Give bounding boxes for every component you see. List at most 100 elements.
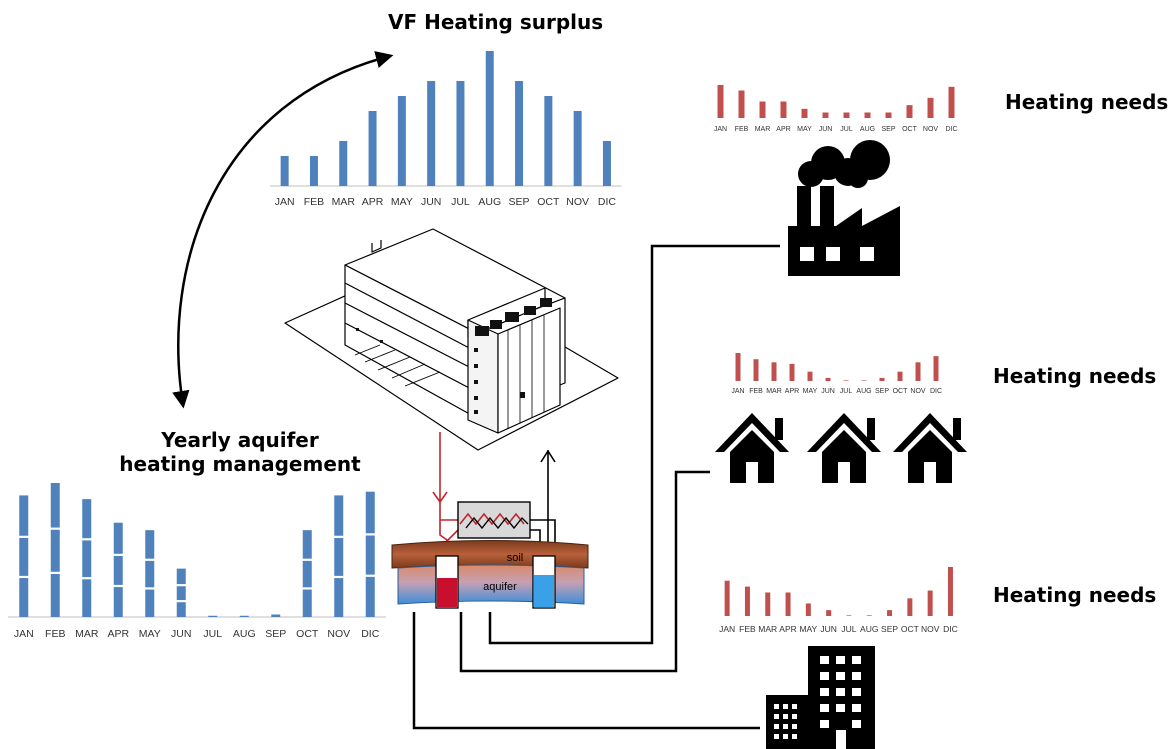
tick-label: JUL <box>451 196 470 208</box>
bar-jul <box>846 615 852 616</box>
bar-segment-gap <box>18 575 30 579</box>
tick-label: DIC <box>361 628 380 640</box>
tick-label: DIC <box>943 624 958 634</box>
aquifer-label: aquifer <box>483 581 517 593</box>
bar-apr <box>785 592 791 616</box>
tick-label: JAN <box>275 196 295 208</box>
tick-label: JAN <box>731 388 744 395</box>
heating-needs-building-title: Heating needs <box>993 583 1157 607</box>
bar-oct <box>302 530 312 617</box>
tick-label: JAN <box>719 624 735 634</box>
bar-mar <box>339 141 348 186</box>
tick-label: OCT <box>901 624 919 634</box>
tick-label: NOV <box>327 628 350 640</box>
tick-label: APR <box>785 388 799 395</box>
tick-label: AUG <box>860 126 875 133</box>
bar-nov <box>927 97 934 118</box>
tick-label: JUN <box>820 624 837 634</box>
bar-nov <box>927 590 933 616</box>
bar-segment-gap <box>81 577 93 580</box>
bar-aug <box>485 51 494 186</box>
tick-label: SEP <box>265 628 286 640</box>
tick-label: NOV <box>923 126 939 133</box>
tick-label: NOV <box>910 388 926 395</box>
tick-label: AUG <box>856 388 871 395</box>
tick-label: APR <box>107 628 129 640</box>
tick-label: JUL <box>841 624 856 634</box>
office-building-icon <box>766 646 875 749</box>
bar-may <box>397 96 406 186</box>
house-icon <box>893 413 967 483</box>
bar-jul <box>208 615 218 617</box>
bar-jan <box>735 353 741 381</box>
bar-feb <box>309 156 318 186</box>
yearly-title-line1: Yearly aquifer <box>161 428 319 452</box>
bar-segment-gap <box>112 553 124 556</box>
bar-segment-gap <box>18 535 30 538</box>
tick-label: MAR <box>75 628 99 640</box>
bar-segment-gap <box>364 533 376 536</box>
bar-dic <box>948 86 955 118</box>
bar-segment-gap <box>301 558 313 561</box>
bar-sep <box>887 610 893 616</box>
vertical-farm-building-illustration <box>284 228 619 451</box>
tick-label: NOV <box>921 624 940 634</box>
bar-oct <box>906 105 913 118</box>
bar-may <box>145 530 155 617</box>
bar-aug <box>239 615 249 617</box>
tick-label: JAN <box>714 126 727 133</box>
tick-label: DIC <box>598 196 617 208</box>
bar-segment-gap <box>364 574 376 577</box>
bar-mar <box>765 592 771 616</box>
tick-label: AUG <box>478 196 501 208</box>
tick-label: AUG <box>233 628 256 640</box>
tick-label: APR <box>779 624 796 634</box>
aquifer-strata: soil aquifer <box>391 540 589 605</box>
tick-label: NOV <box>566 196 589 208</box>
tick-label: FEB <box>735 126 749 133</box>
bar-mar <box>82 499 92 617</box>
tick-label: MAY <box>799 624 817 634</box>
tick-label: APR <box>776 126 790 133</box>
vf-heating-surplus-title: VF Heating surplus <box>388 10 604 34</box>
bar-jan <box>717 85 724 118</box>
bar-dic <box>933 356 939 381</box>
bar-jun <box>427 81 436 186</box>
tick-label: JUL <box>840 388 853 395</box>
bar-nov <box>573 111 582 186</box>
tick-label: JUL <box>840 126 853 133</box>
tick-label: MAR <box>755 126 771 133</box>
tick-label: JUN <box>421 196 441 208</box>
heating-needs-houses-title: Heating needs <box>993 364 1157 388</box>
tick-label: MAY <box>797 126 812 133</box>
bar-aug <box>864 112 871 118</box>
bar-segment-gap <box>333 535 345 538</box>
bar-sep <box>515 81 524 186</box>
tick-label: FEB <box>304 196 324 208</box>
tick-label: SEP <box>881 624 898 634</box>
bar-may <box>801 108 808 118</box>
bar-may <box>805 603 811 616</box>
bar-jan <box>724 580 730 616</box>
bar-oct <box>897 371 903 381</box>
bar-segment-gap <box>81 538 93 541</box>
bar-jul <box>843 112 850 118</box>
bar-may <box>807 371 813 381</box>
tick-label: OCT <box>296 628 319 640</box>
tick-label: FEB <box>739 624 756 634</box>
tick-label: JUN <box>171 628 191 640</box>
seasonal-transfer-arrow <box>172 51 394 409</box>
house-icon <box>715 413 789 483</box>
district-heating-lines <box>412 244 780 730</box>
bar-segment-gap <box>49 571 61 574</box>
bar-oct <box>544 96 553 186</box>
house-icon <box>807 413 881 483</box>
bar-mar <box>759 101 766 118</box>
bar-jun <box>825 377 831 381</box>
bar-sep <box>885 112 892 118</box>
bar-feb <box>744 586 750 616</box>
bar-feb <box>50 483 60 617</box>
bar-apr <box>780 101 787 118</box>
bar-jun <box>826 610 832 616</box>
